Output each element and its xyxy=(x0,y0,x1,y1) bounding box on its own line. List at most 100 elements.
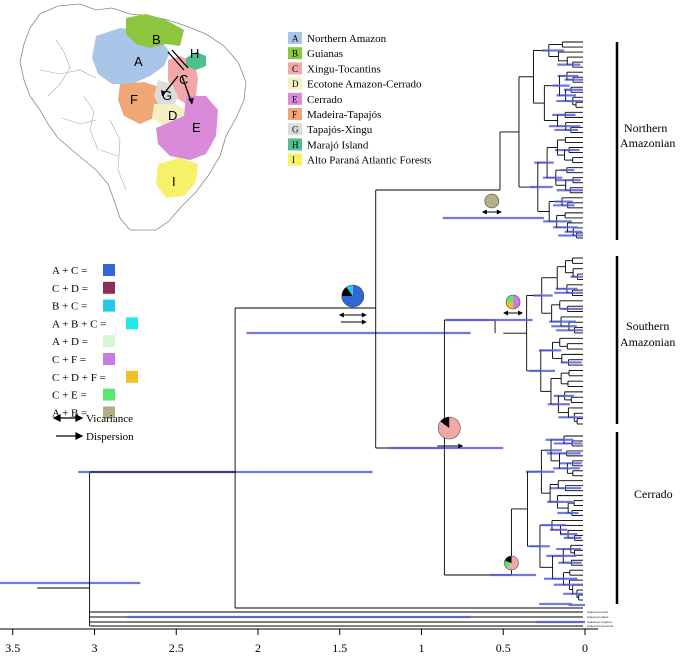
vicariance-event-arrow-icon xyxy=(338,312,367,325)
ancestral-state-pie xyxy=(341,284,365,308)
map-letter-g: G xyxy=(162,88,172,103)
combination-label: C + D = xyxy=(52,283,88,295)
outgroup-tip-label: Hylaeamys tatiana xyxy=(587,615,609,619)
pie-slice xyxy=(506,295,514,302)
combination-row: A + B + C = xyxy=(52,317,138,330)
pie-slice xyxy=(507,556,519,570)
outgroup-tip-label: Hylaeamys perenensis xyxy=(587,624,614,628)
region-key-row: I Alto Paraná Atlantic Forests xyxy=(288,153,431,167)
region-name: Tapajós-Xingu xyxy=(307,124,373,136)
pie-slice xyxy=(504,560,512,569)
region-name: Marajó Island xyxy=(307,139,369,151)
region-g-area xyxy=(154,80,178,110)
region-h-area xyxy=(186,52,206,70)
outgroup-tip-label: Hylaeamys acritus xyxy=(587,610,609,614)
combination-row: C + E = xyxy=(52,388,115,402)
combination-label: C + D + F = xyxy=(52,372,106,384)
axis-tick-label: 3.5 xyxy=(5,641,20,655)
pie-slice xyxy=(484,194,499,208)
combination-label: A + D = xyxy=(52,336,88,348)
vicariance-event-arrow-icon xyxy=(503,310,524,316)
axis-tick-label: 2 xyxy=(255,641,261,655)
clade-label-cerrado: Cerrado xyxy=(634,487,673,501)
combination-swatch xyxy=(103,281,115,294)
clade-label-southern-2: Amazonian xyxy=(620,335,675,349)
ancestral-state-pie xyxy=(504,555,519,571)
region-name: Alto Paraná Atlantic Forests xyxy=(307,155,431,167)
axis-tick-label: 0.5 xyxy=(496,641,511,655)
pie-slice xyxy=(513,295,521,309)
pie-slice xyxy=(341,287,353,296)
region-swatch-letter: E xyxy=(292,94,298,104)
vicariance-arrow-icon xyxy=(52,414,84,422)
ancestral-state-pie xyxy=(505,294,521,310)
combination-label: B + C = xyxy=(52,301,87,313)
region-swatch-letter: C xyxy=(292,64,298,74)
region-swatch-letter: A xyxy=(292,34,299,44)
region-swatch xyxy=(288,32,302,44)
combination-swatch xyxy=(103,406,115,419)
region-swatch xyxy=(288,77,302,90)
region-name: Madeira-Tapajós xyxy=(307,109,381,121)
region-swatch xyxy=(288,62,302,75)
pie-slice xyxy=(341,285,364,307)
region-key-row: G Tapajós-Xingu xyxy=(288,123,373,136)
region-swatch xyxy=(288,123,302,136)
region-swatch-letter: F xyxy=(292,110,297,120)
region-swatch-letter: D xyxy=(292,79,299,89)
region-name: Northern Amazon xyxy=(307,33,387,45)
region-swatch-letter: B xyxy=(292,49,298,59)
region-swatch xyxy=(288,108,302,120)
combination-swatch xyxy=(126,317,138,330)
combination-row: C + D = xyxy=(52,281,115,295)
clade-label-northern-1: Northern xyxy=(624,121,667,135)
combination-label: A + B + C = xyxy=(52,318,106,330)
dispersion-label: Dispersion xyxy=(86,431,134,443)
region-name: Guianas xyxy=(307,48,343,60)
region-name: Xingu-Tocantins xyxy=(307,63,381,75)
combination-swatch xyxy=(103,335,115,348)
map-letter-i: I xyxy=(172,174,176,189)
clade-label-southern-1: Southern xyxy=(626,319,669,333)
axis-tick-label: 1.5 xyxy=(332,641,347,655)
combination-swatch xyxy=(103,388,115,401)
region-swatch xyxy=(288,153,302,166)
region-swatch xyxy=(288,47,302,60)
map-letter-h: H xyxy=(190,46,199,61)
region-key-row: B Guianas xyxy=(288,47,343,60)
vicariance-event-arrow-icon xyxy=(481,209,502,215)
combination-label: C + E = xyxy=(52,390,87,402)
region-swatch-letter: G xyxy=(292,125,299,135)
map-letter-c: C xyxy=(179,72,188,87)
pie-slice xyxy=(440,417,450,428)
combination-swatch xyxy=(126,370,138,383)
dispersion-arrow-icon xyxy=(56,432,84,440)
map-letter-f: F xyxy=(130,92,138,107)
region-swatch-letter: I xyxy=(292,155,295,165)
combination-row: A + D = xyxy=(52,335,115,348)
map-letter-e: E xyxy=(192,120,201,135)
pie-slice xyxy=(504,556,512,563)
region-e-area xyxy=(156,96,218,160)
region-f-area xyxy=(118,82,162,124)
combination-row: C + F = xyxy=(52,353,115,366)
clade-annotations: Northern Amazonian Southern Amazonian Ce… xyxy=(615,42,675,604)
region-swatch xyxy=(288,92,302,105)
axis-tick-label: 3 xyxy=(92,641,98,655)
map-letter-d: D xyxy=(168,108,177,123)
combination-swatch xyxy=(103,264,115,276)
dispersion-event-arrow-icon xyxy=(437,443,464,449)
region-key-row: H Marajó Island xyxy=(288,138,369,151)
region-b-area xyxy=(126,14,184,48)
region-i-area xyxy=(156,158,198,198)
event-legend: Vicariance Dispersion xyxy=(52,413,134,443)
region-swatch-letter: H xyxy=(292,140,299,150)
combination-row: A + C = xyxy=(52,264,115,277)
outgroup-tip-label: Hylaeamys yunganus xyxy=(587,620,613,624)
